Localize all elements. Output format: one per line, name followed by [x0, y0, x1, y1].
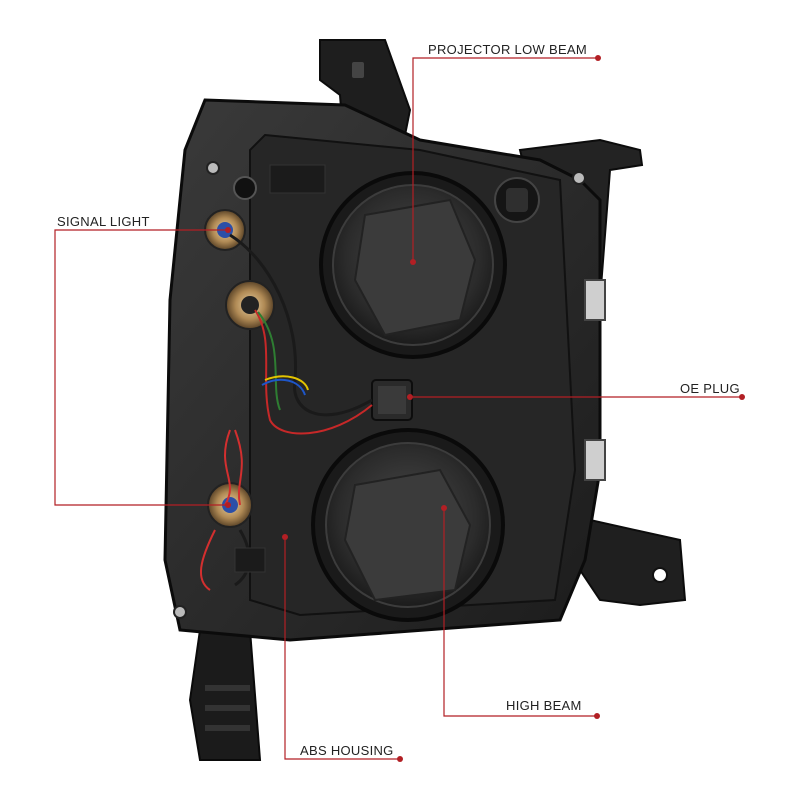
label-oe-plug: OE PLUG [680, 381, 740, 396]
right-lower-bracket [578, 518, 687, 607]
label-abs-housing: ABS HOUSING [300, 743, 394, 758]
label-high-beam: HIGH BEAM [506, 698, 582, 713]
leader-signal-light [54, 229, 228, 506]
callout-lines [54, 57, 742, 760]
leader-high-beam [443, 508, 597, 717]
label-projector-low-beam: PROJECTOR LOW BEAM [428, 42, 588, 57]
leader-abs-housing [284, 537, 400, 760]
label-signal-light: SIGNAL LIGHT [57, 214, 150, 229]
leader-projector-low-beam [412, 57, 598, 262]
bottom-mount-tab [188, 629, 262, 761]
callout-dots [225, 55, 745, 762]
